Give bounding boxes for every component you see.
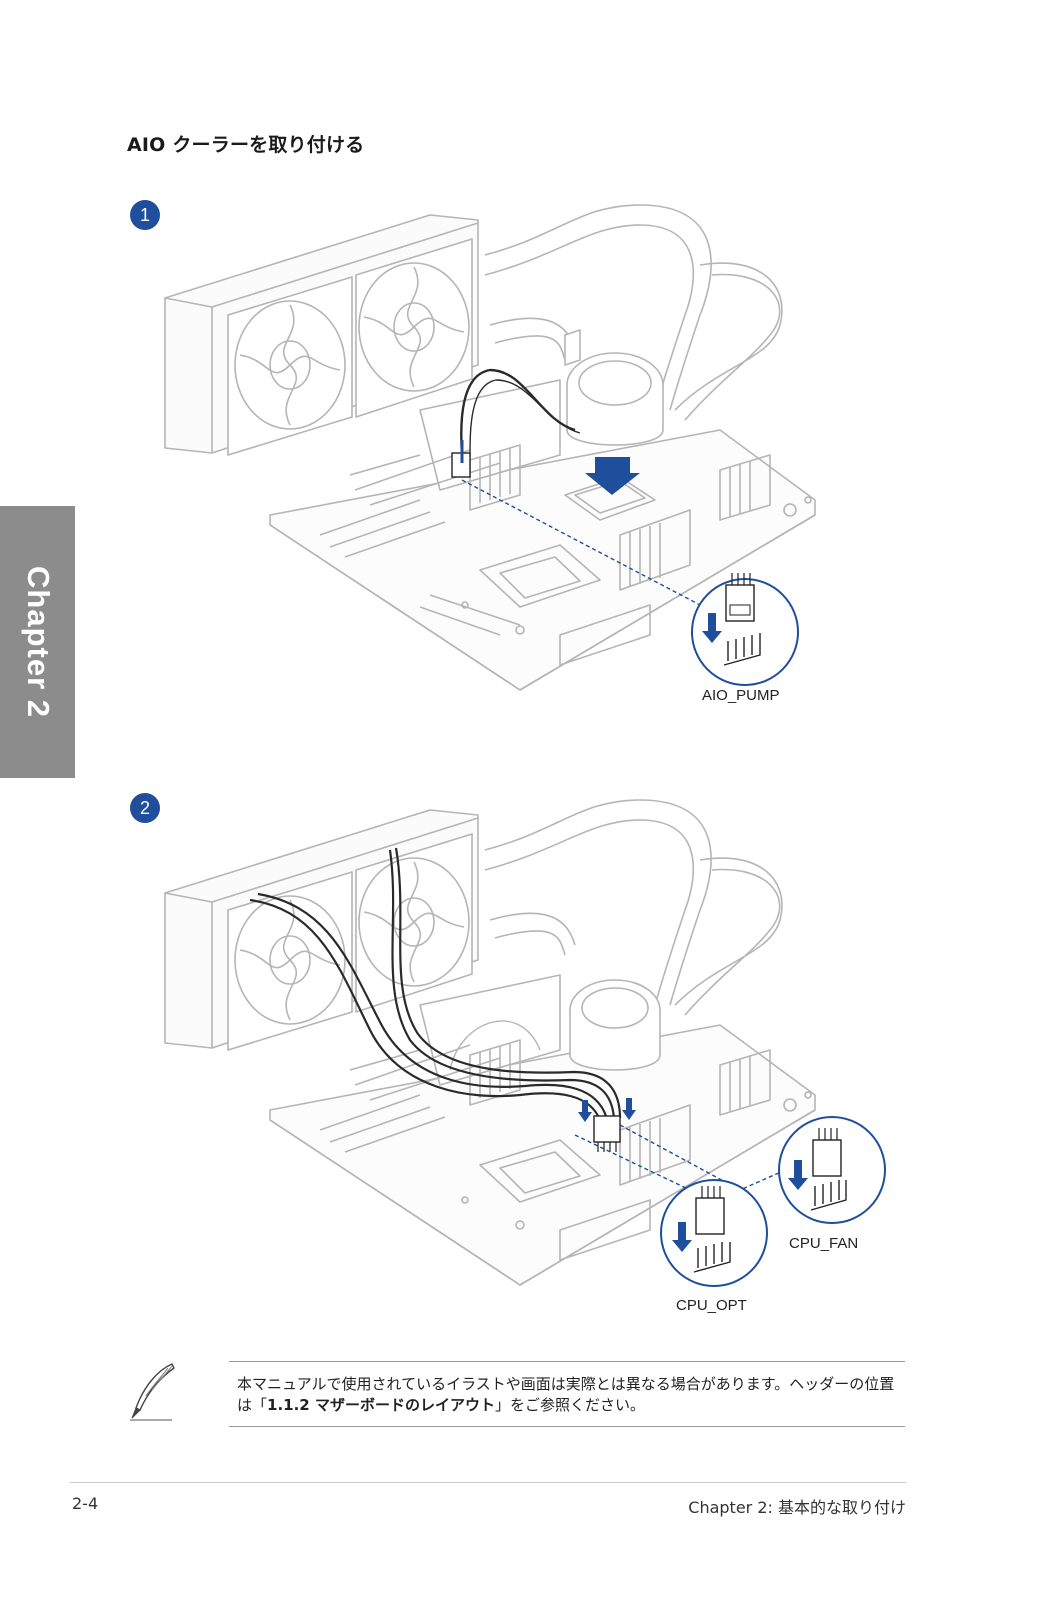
down-arrow-icon (585, 457, 640, 495)
down-arrow-icon (622, 1098, 636, 1120)
fan-right (355, 238, 473, 418)
down-arrow-icon (788, 1160, 808, 1190)
fan-connector (593, 1115, 621, 1143)
note-text-bold: 1.1.2 マザーボードのレイアウト (267, 1396, 495, 1414)
fan-left (227, 871, 353, 1051)
note-text-before: 本マニュアルで使用されているイラストや画面は実際とは異なる場合があります。ヘッダ… (237, 1375, 895, 1414)
step-1-badge: 1 (130, 200, 160, 230)
step-2-badge: 2 (130, 793, 160, 823)
chapter-tab: Chapter 2 (0, 506, 75, 778)
pump-block (569, 979, 661, 1071)
motherboard (269, 974, 816, 1286)
fan-cables (249, 847, 622, 1121)
cpu-opt-callout (660, 1179, 768, 1287)
coolant-tubes (484, 204, 783, 421)
down-arrow-icon (702, 613, 722, 643)
note-rule-top (229, 1361, 905, 1362)
footer-chapter-title: Chapter 2: 基本的な取り付け (688, 1498, 906, 1517)
cpu-fan-callout (778, 1116, 886, 1224)
note-rule-bottom (229, 1426, 905, 1427)
note-text-after: 」をご参照ください。 (494, 1396, 645, 1414)
page-number: 2-4 (72, 1494, 99, 1513)
note-text: 本マニュアルで使用されているイラストや画面は実際とは異なる場合があります。ヘッダ… (237, 1374, 905, 1416)
step-1-illustration (164, 204, 816, 691)
down-arrow-icon (672, 1222, 692, 1252)
aio-pump-callout (691, 573, 799, 686)
coolant-tubes (484, 799, 783, 1016)
pen-note-icon (130, 1363, 175, 1421)
down-arrow-icon (578, 1100, 592, 1122)
aio-pump-label: AIO_PUMP (702, 687, 780, 704)
cpu-opt-label: CPU_OPT (676, 1297, 747, 1314)
fan-right (355, 833, 473, 1013)
page-title: AIO クーラーを取り付ける (127, 134, 365, 156)
cpu-fan-label: CPU_FAN (789, 1235, 859, 1252)
fan-left (227, 276, 353, 456)
footer-rule (70, 1482, 906, 1483)
pump-block (564, 329, 664, 446)
step-2-illustration (164, 799, 886, 1287)
